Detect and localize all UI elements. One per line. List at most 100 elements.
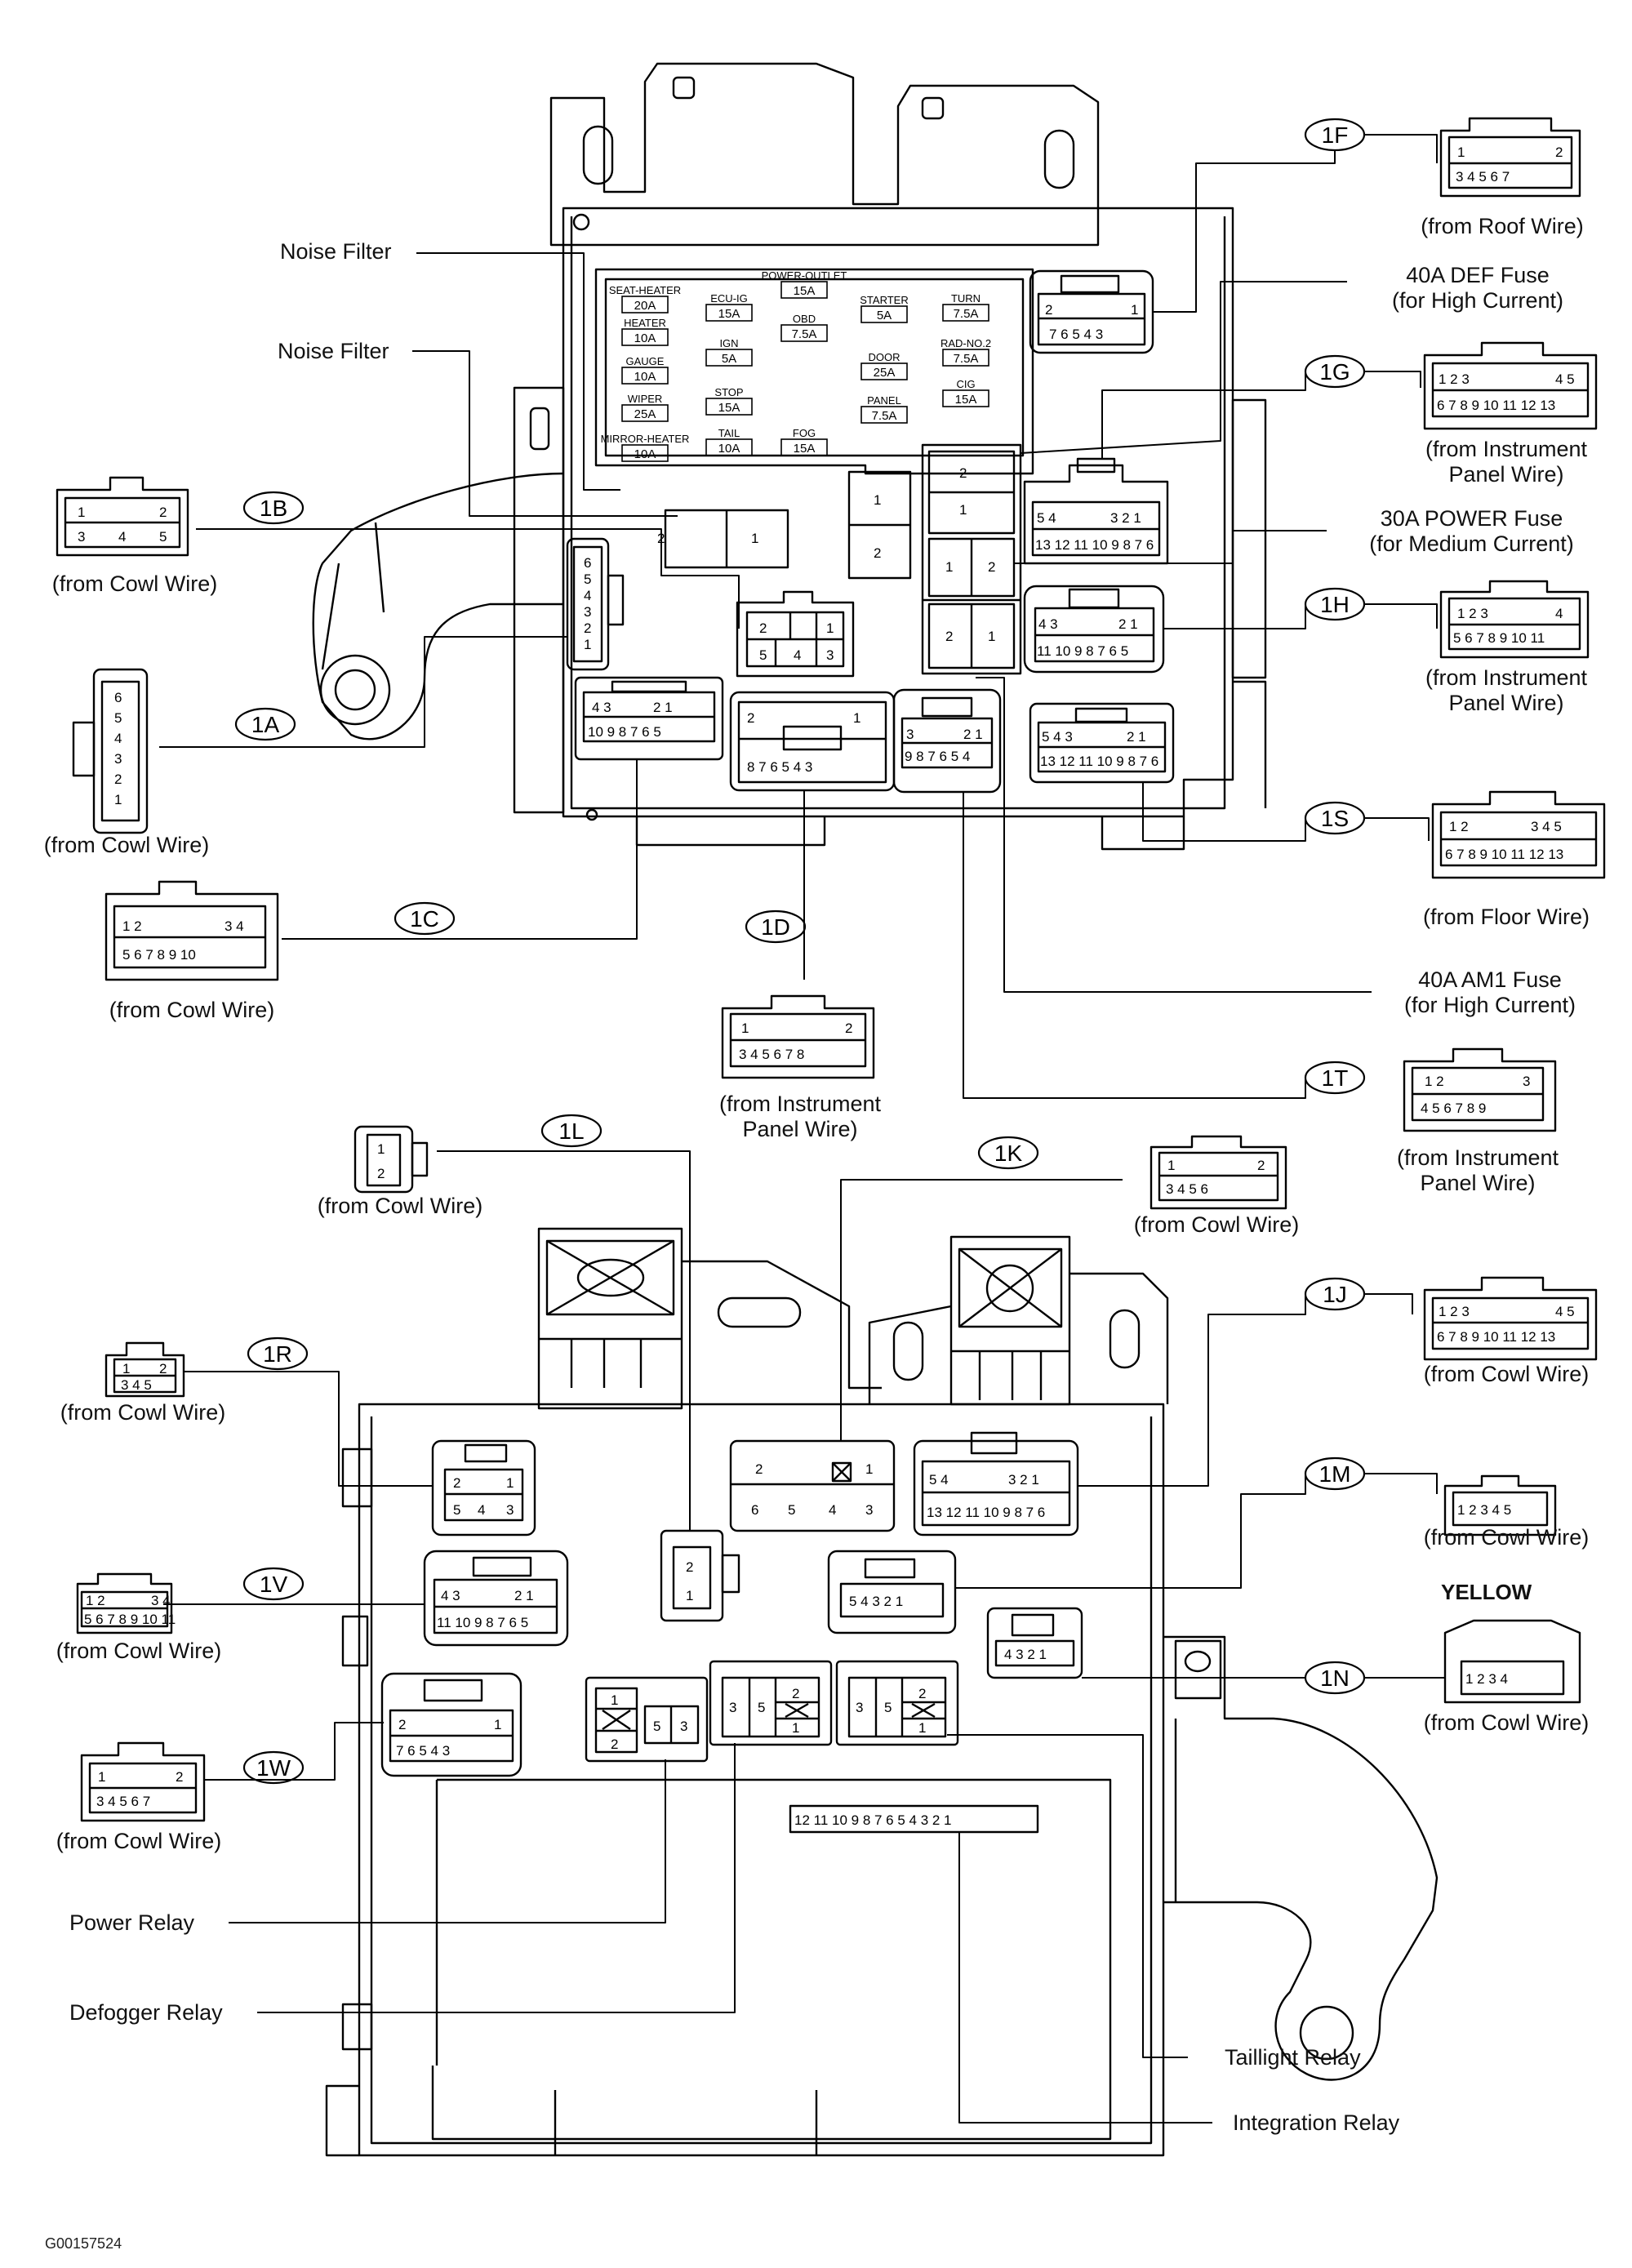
fuse-name: STOP	[714, 386, 743, 398]
svg-text:5: 5	[788, 1502, 795, 1518]
svg-text:5 4 3 2 1: 5 4 3 2 1	[849, 1594, 903, 1609]
svg-text:1: 1	[945, 559, 953, 575]
svg-text:1 2 3 4: 1 2 3 4	[1465, 1671, 1508, 1687]
fuse-grid: SEAT-HEATER20AHEATER10AGAUGE10AWIPER25AM…	[601, 269, 991, 462]
fuse-slot	[621, 296, 669, 314]
svg-text:4 5: 4 5	[1555, 371, 1575, 387]
am1-fuse-line2: (for High Current)	[1403, 993, 1576, 1017]
fuse-rating: 7.5A	[954, 307, 979, 321]
svg-text:1: 1	[584, 637, 591, 652]
fuse-slot	[621, 404, 669, 422]
fuse-name: GAUGE	[626, 355, 665, 367]
fuse-rating: 7.5A	[954, 352, 979, 366]
svg-text:4 3: 4 3	[441, 1588, 460, 1603]
fuse-rating: 15A	[955, 393, 977, 407]
svg-text:5 4: 5 4	[1037, 510, 1056, 526]
connector-tag-1H: 1H	[1320, 592, 1350, 617]
svg-text:1 2 3: 1 2 3	[1457, 606, 1488, 621]
fuse-slot	[705, 304, 753, 322]
svg-text:3: 3	[826, 647, 834, 663]
svg-text:2 1: 2 1	[1127, 729, 1146, 745]
svg-text:3 4: 3 4	[225, 918, 244, 934]
fuse-rating: 7.5A	[872, 409, 897, 423]
fuse-rating: 15A	[794, 284, 816, 298]
svg-text:4: 4	[114, 731, 122, 746]
svg-text:2: 2	[988, 559, 995, 575]
svg-text:3 4: 3 4	[151, 1593, 171, 1608]
source-label-1L: (from Cowl Wire)	[317, 1194, 483, 1218]
source-label-1S: (from Floor Wire)	[1423, 905, 1590, 929]
svg-text:4: 4	[794, 647, 801, 663]
fuse-name: TAIL	[718, 427, 740, 439]
svg-text:8 7 6 5 4 3: 8 7 6 5 4 3	[747, 759, 812, 775]
connector-tag-1W: 1W	[256, 1755, 291, 1781]
svg-text:13 12 11 10 9 8 7 6: 13 12 11 10 9 8 7 6	[1040, 754, 1158, 769]
lower-junction-block	[325, 1227, 1439, 2157]
source-label-1C: (from Cowl Wire)	[109, 998, 275, 1022]
svg-text:6: 6	[584, 555, 591, 571]
fuse-slot	[621, 444, 669, 462]
connector-tag-1L: 1L	[558, 1118, 584, 1144]
fuse-slot	[705, 349, 753, 367]
fuse-slot	[860, 305, 908, 323]
fuse-rating: 25A	[874, 366, 896, 380]
fuse-name: OBD	[793, 313, 816, 325]
fuse-slot	[942, 349, 989, 367]
fuse-rad-no-2: RAD-NO.27.5A	[941, 337, 991, 367]
svg-text:1: 1	[959, 502, 967, 518]
fuse-slot	[942, 304, 989, 322]
svg-text:1: 1	[1131, 302, 1138, 318]
svg-text:2: 2	[959, 465, 967, 481]
svg-text:1: 1	[988, 629, 995, 644]
fuse-rating: 20A	[634, 299, 656, 313]
svg-text:1 2: 1 2	[122, 918, 142, 934]
svg-text:1 2 3: 1 2 3	[1439, 371, 1470, 387]
power-fuse-line2: (for Medium Current)	[1369, 531, 1574, 556]
connector-tag-1S: 1S	[1321, 806, 1349, 831]
svg-text:1 2 3: 1 2 3	[1439, 1304, 1470, 1319]
svg-text:2: 2	[159, 1361, 167, 1376]
source-label-1A: (from Cowl Wire)	[43, 833, 210, 857]
svg-text:1: 1	[494, 1717, 501, 1732]
label-40a-am1-fuse: 40A AM1 Fuse (for High Current)	[1372, 967, 1608, 1018]
label-30a-power-fuse: 30A POWER Fuse (for Medium Current)	[1327, 506, 1616, 557]
svg-text:9 8 7 6 5 4: 9 8 7 6 5 4	[905, 749, 970, 764]
fuse-slot	[942, 389, 989, 407]
connector-tag-1B: 1B	[260, 496, 287, 521]
svg-text:3: 3	[506, 1502, 514, 1518]
svg-text:1: 1	[826, 620, 834, 636]
fuse-rating: 10A	[718, 442, 740, 456]
label-taillight-relay: Taillight Relay	[1225, 2045, 1361, 2070]
svg-text:5: 5	[758, 1700, 765, 1715]
connector-tag-1C: 1C	[410, 906, 439, 932]
svg-text:6: 6	[114, 690, 122, 705]
fuse-name: MIRROR-HEATER	[601, 433, 690, 445]
fuse-name: STARTER	[860, 294, 908, 306]
fuse-name: IGN	[719, 337, 738, 349]
svg-text:3 4 5 6: 3 4 5 6	[1166, 1181, 1208, 1197]
svg-text:5: 5	[453, 1502, 460, 1518]
svg-text:2: 2	[755, 1461, 763, 1477]
source-label-1B: (from Cowl Wire)	[51, 571, 218, 596]
svg-text:4 3: 4 3	[592, 700, 611, 715]
svg-text:1 2: 1 2	[1449, 819, 1469, 834]
svg-text:7 6 5 4 3: 7 6 5 4 3	[396, 1743, 450, 1759]
svg-text:1: 1	[122, 1361, 130, 1376]
fuse-rating: 25A	[634, 407, 656, 421]
fuse-name: TURN	[951, 292, 981, 305]
svg-text:7 6 5 4 3: 7 6 5 4 3	[1049, 327, 1103, 342]
svg-text:2 1: 2 1	[1118, 616, 1138, 632]
source-label-1V: (from Cowl Wire)	[56, 1639, 222, 1663]
fuse-name: ECU-IG	[710, 292, 748, 305]
connector-tag-1J: 1J	[1323, 1282, 1347, 1307]
